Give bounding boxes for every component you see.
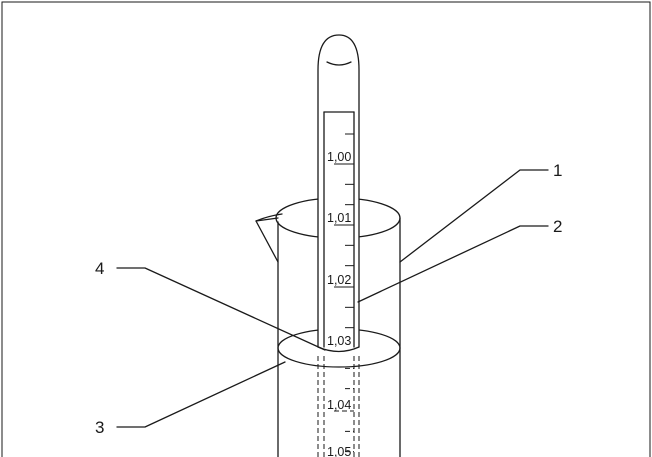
callout-4: 4 [95,259,326,351]
callout-2-leader [357,225,549,303]
scale-labels: 1,00 1,01 1,02 1,03 1,04 1,05 [327,150,351,457]
cylinder-spout [255,217,279,263]
callout-3: 3 [95,361,286,437]
scale-label-1-03: 1,03 [327,334,351,348]
callout-1-label: 1 [553,161,562,180]
callout-4-leader [116,267,326,351]
scale-label-1-01: 1,01 [327,211,351,225]
callout-4-label: 4 [95,259,104,278]
callout-2: 2 [357,217,562,303]
hydrometer-tip [326,61,352,66]
cylinder-spout-lip [255,213,283,222]
callout-3-leader [116,361,286,428]
callout-3-label: 3 [95,418,104,437]
callout-1: 1 [399,161,562,263]
scale-label-1-05: 1,05 [327,445,351,457]
scale-label-1-04: 1,04 [327,398,351,412]
scale-label-1-02: 1,02 [327,273,351,287]
scale-ticks [334,133,354,453]
hydrometer [317,34,360,457]
hydrometer-tube [317,34,360,348]
scale-label-1-00: 1,00 [327,150,351,164]
callout-1-leader [399,169,549,263]
callout-2-label: 2 [553,217,562,236]
